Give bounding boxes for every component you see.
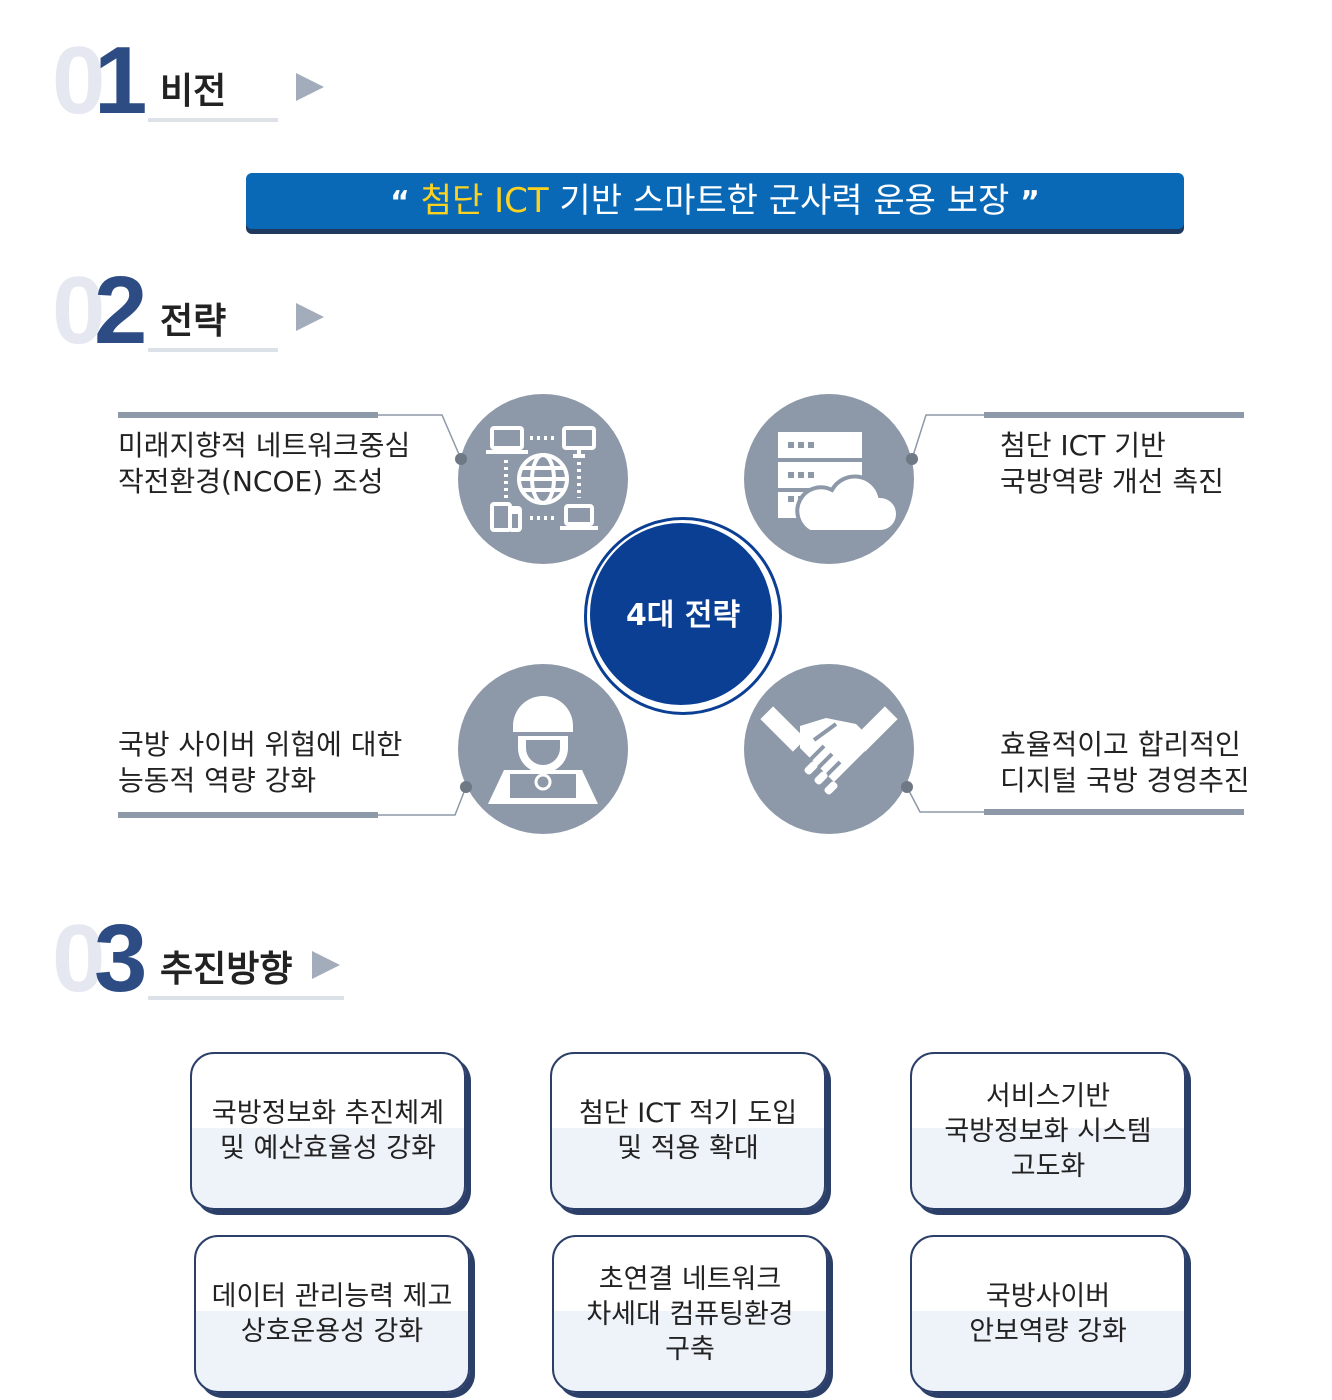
triangle-arrow-icon	[312, 951, 340, 979]
section-number-zero: 0	[52, 905, 105, 1012]
section-number-zero: 0	[52, 257, 105, 364]
section-underline	[148, 348, 278, 352]
strategy-text-3: 국방 사이버 위협에 대한 능동적 역량 강화	[118, 727, 402, 799]
center-label: 4대 전략	[625, 598, 741, 633]
direction-line: 고도화	[1010, 1150, 1086, 1182]
strategy-line: 능동적 역량 강화	[118, 764, 317, 797]
hacker-laptop-icon	[488, 696, 598, 804]
direction-line: 구축	[665, 1333, 715, 1365]
section-underline	[148, 996, 344, 1000]
direction-line: 첨단 ICT 적기 도입	[578, 1098, 798, 1129]
vision-text: 기반 스마트한 군사력 운용 보장	[548, 181, 1010, 221]
direction-line: 국방사이버	[985, 1281, 1111, 1312]
direction-line: 차세대 컴퓨팅환경	[586, 1298, 794, 1330]
strategy-center: 4대 전략	[584, 517, 782, 715]
strategy-line: 작전환경(NCOE) 조성	[118, 465, 384, 498]
close-quote: ”	[1020, 185, 1040, 220]
strategy-bar-top-right	[984, 412, 1244, 418]
direction-line: 상호운용성 강화	[240, 1316, 424, 1347]
strategy-line: 효율적이고 합리적인	[1000, 728, 1241, 761]
strategy-line: 미래지향적 네트워크중심	[118, 429, 411, 462]
section-number: 1	[94, 27, 147, 134]
strategy-circle-2	[744, 394, 914, 564]
direction-line: 데이터 관리능력 제고	[211, 1281, 453, 1312]
strategy-connectors	[378, 414, 984, 816]
section-title: 전략	[160, 301, 227, 342]
direction-line: 및 예산효율성 강화	[220, 1133, 436, 1164]
direction-line: 서비스기반	[985, 1080, 1111, 1112]
strategy-line: 국방역량 개선 촉진	[1000, 465, 1224, 498]
center-ring	[584, 517, 782, 715]
server-cloud-icon	[778, 432, 900, 534]
direction-line: 국방정보화 추진체계	[211, 1098, 445, 1129]
section-number: 3	[94, 905, 147, 1012]
direction-line: 및 적용 확대	[617, 1133, 759, 1164]
connector-dot	[460, 781, 472, 793]
section-underline	[148, 118, 278, 122]
strategy-line: 디지털 국방 경영추진	[1000, 764, 1250, 797]
strategy-line: 첨단 ICT 기반	[1000, 429, 1166, 462]
strategy-bar-top-left	[118, 412, 378, 418]
direction-line: 초연결 네트워크	[598, 1263, 782, 1295]
vision-banner: “ 첨단 ICT 기반 스마트한 군사력 운용 보장 ”	[246, 173, 1184, 229]
strategy-bar-bottom-left	[118, 812, 378, 818]
section-number-zero: 0	[52, 27, 105, 134]
vision-highlight: 첨단 ICT	[420, 181, 549, 221]
strategy-text-1: 미래지향적 네트워크중심 작전환경(NCOE) 조성	[118, 428, 410, 500]
strategy-text-2: 첨단 ICT 기반 국방역량 개선 촉진	[1000, 428, 1224, 500]
direction-line: 국방정보화 시스템	[944, 1115, 1152, 1147]
section-number: 2	[94, 257, 147, 364]
handshake-icon	[760, 706, 898, 795]
center-fill	[590, 523, 772, 705]
strategy-bar-bottom-right	[984, 809, 1244, 815]
section-title: 비전	[160, 71, 227, 112]
triangle-arrow-icon	[296, 303, 324, 331]
section-title: 추진방향	[160, 949, 293, 990]
connector-dot	[906, 453, 918, 465]
open-quote: “	[390, 185, 410, 220]
connector-dot	[901, 781, 913, 793]
triangle-arrow-icon	[296, 73, 324, 101]
direction-line: 안보역량 강화	[969, 1316, 1127, 1347]
strategy-circle-1	[458, 394, 628, 564]
network-globe-icon	[486, 426, 598, 532]
strategy-text-4: 효율적이고 합리적인 디지털 국방 경영추진	[1000, 727, 1250, 799]
strategy-circle-3	[458, 664, 628, 834]
strategy-line: 국방 사이버 위협에 대한	[118, 728, 403, 761]
strategy-circle-4	[744, 664, 914, 834]
connector-dot	[455, 453, 467, 465]
